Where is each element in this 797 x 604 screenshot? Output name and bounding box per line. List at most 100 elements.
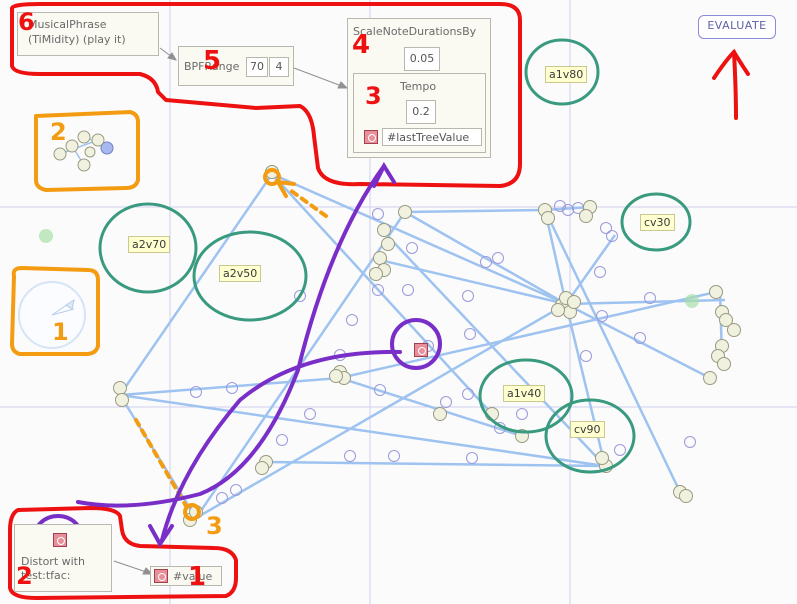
point-marker — [230, 484, 242, 496]
bp-range-node[interactable]: BPFRange 70 4 — [178, 46, 294, 86]
node-marker[interactable] — [113, 381, 127, 395]
point-marker — [596, 310, 608, 322]
teal-circles — [98, 38, 692, 474]
point-marker — [388, 450, 400, 462]
node-marker[interactable] — [329, 369, 343, 383]
tag-a1v80[interactable]: a1v80 — [545, 66, 588, 83]
point-marker — [594, 266, 606, 278]
red-outline-top — [10, 2, 522, 188]
point-marker — [516, 408, 528, 420]
orange-outlines — [10, 110, 140, 356]
last-tree-value-icon[interactable] — [364, 130, 378, 144]
annotation-orange-1: 1 — [52, 318, 69, 346]
value-icon[interactable] — [154, 569, 168, 583]
tempo-label: Tempo — [400, 80, 437, 93]
node-marker[interactable] — [551, 303, 565, 317]
tag-cv90[interactable]: cv90 — [570, 421, 605, 438]
node-marker[interactable] — [433, 407, 447, 421]
last-tree-value-field[interactable]: #lastTreeValue — [382, 128, 482, 146]
node-marker[interactable] — [717, 357, 731, 371]
tag-a1v40[interactable]: a1v40 — [503, 385, 546, 402]
point-marker — [684, 436, 696, 448]
node-marker[interactable] — [709, 285, 723, 299]
node-marker[interactable] — [727, 323, 741, 337]
tempo-value-field[interactable]: 0.2 — [406, 100, 436, 124]
point-marker — [226, 382, 238, 394]
tag-a2v50[interactable]: a2v50 — [219, 265, 262, 282]
annotation-red-3: 3 — [365, 82, 382, 110]
point-marker — [402, 284, 414, 296]
point-marker — [614, 444, 626, 456]
point-marker — [374, 384, 386, 396]
point-marker — [634, 332, 646, 344]
evaluate-button[interactable]: EVALUATE — [698, 15, 776, 39]
annotation-red-4: 4 — [352, 30, 371, 60]
annotation-red-1: 1 — [188, 562, 207, 592]
annotation-red-5: 5 — [203, 46, 222, 76]
musical-phrase-node[interactable]: MusicalPhrase (TiMidity) (play it) — [17, 12, 159, 56]
bp-range-b-field[interactable]: 4 — [269, 57, 289, 77]
value-label: #value — [173, 570, 213, 583]
node-marker[interactable] — [703, 371, 717, 385]
distort-node[interactable]: Distort with test:tfac: — [14, 524, 112, 592]
point-marker — [216, 492, 228, 504]
node-marker[interactable] — [719, 313, 733, 327]
point-marker — [462, 290, 474, 302]
tag-cv30[interactable]: cv30 — [640, 214, 675, 231]
distort-icon[interactable] — [53, 533, 67, 547]
red-outline-bottom — [8, 506, 238, 600]
node-marker[interactable] — [255, 461, 269, 475]
point-marker — [562, 204, 574, 216]
graph-node-markers[interactable] — [113, 165, 741, 527]
node-marker[interactable] — [381, 237, 395, 251]
point-marker — [580, 350, 592, 362]
node-marker[interactable] — [679, 489, 693, 503]
point-marker — [344, 450, 356, 462]
value-node[interactable]: #value — [150, 566, 222, 586]
node-marker[interactable] — [595, 451, 609, 465]
musical-phrase-subtitle: (TiMidity) (play it) — [28, 33, 126, 46]
graph-point-markers — [190, 200, 696, 504]
point-marker — [276, 434, 288, 446]
point-marker — [406, 242, 418, 254]
distort-line1: Distort with — [21, 555, 85, 568]
mini-graph — [53, 130, 114, 172]
point-marker — [644, 292, 656, 304]
node-marker[interactable] — [398, 205, 412, 219]
point-marker — [346, 314, 358, 326]
scale-note-durations-node[interactable]: ScaleNoteDurationsBy 0.05 Tempo 0.2 #las… — [347, 18, 491, 158]
point-marker — [190, 386, 202, 398]
red-arrow-evaluate — [712, 48, 750, 120]
point-marker — [462, 388, 474, 400]
distort-line2: test:tfac: — [21, 569, 71, 582]
scale-note-label: ScaleNoteDurationsBy — [353, 25, 477, 38]
point-marker — [372, 208, 384, 220]
point-marker — [600, 222, 612, 234]
point-marker — [372, 284, 384, 296]
graph-node-icon[interactable] — [414, 343, 428, 357]
node-marker[interactable] — [373, 251, 387, 265]
tempo-node[interactable]: Tempo 0.2 #lastTreeValue — [353, 73, 486, 153]
node-marker[interactable] — [567, 295, 581, 309]
annotation-orange-3: 3 — [206, 512, 223, 540]
musical-phrase-title: MusicalPhrase — [28, 18, 107, 31]
green-dots — [39, 229, 699, 308]
node-marker[interactable] — [541, 211, 555, 225]
node-marker[interactable] — [377, 223, 391, 237]
annotation-red-6: 6 — [18, 8, 35, 36]
scale-note-value-field[interactable]: 0.05 — [404, 47, 440, 71]
annotation-orange-2: 2 — [50, 118, 67, 146]
point-marker — [304, 408, 316, 420]
node-marker[interactable] — [369, 267, 383, 281]
point-marker — [480, 256, 492, 268]
annotation-red-2: 2 — [16, 562, 33, 590]
bp-range-label: BPFRange — [184, 60, 240, 73]
bp-range-a-field[interactable]: 70 — [246, 57, 268, 77]
tag-a2v70[interactable]: a2v70 — [128, 236, 171, 253]
node-marker[interactable] — [579, 209, 593, 223]
clock-dial-icon[interactable] — [18, 281, 86, 349]
node-marker[interactable] — [115, 393, 129, 407]
point-marker — [606, 230, 618, 242]
node-connectors — [113, 47, 349, 575]
